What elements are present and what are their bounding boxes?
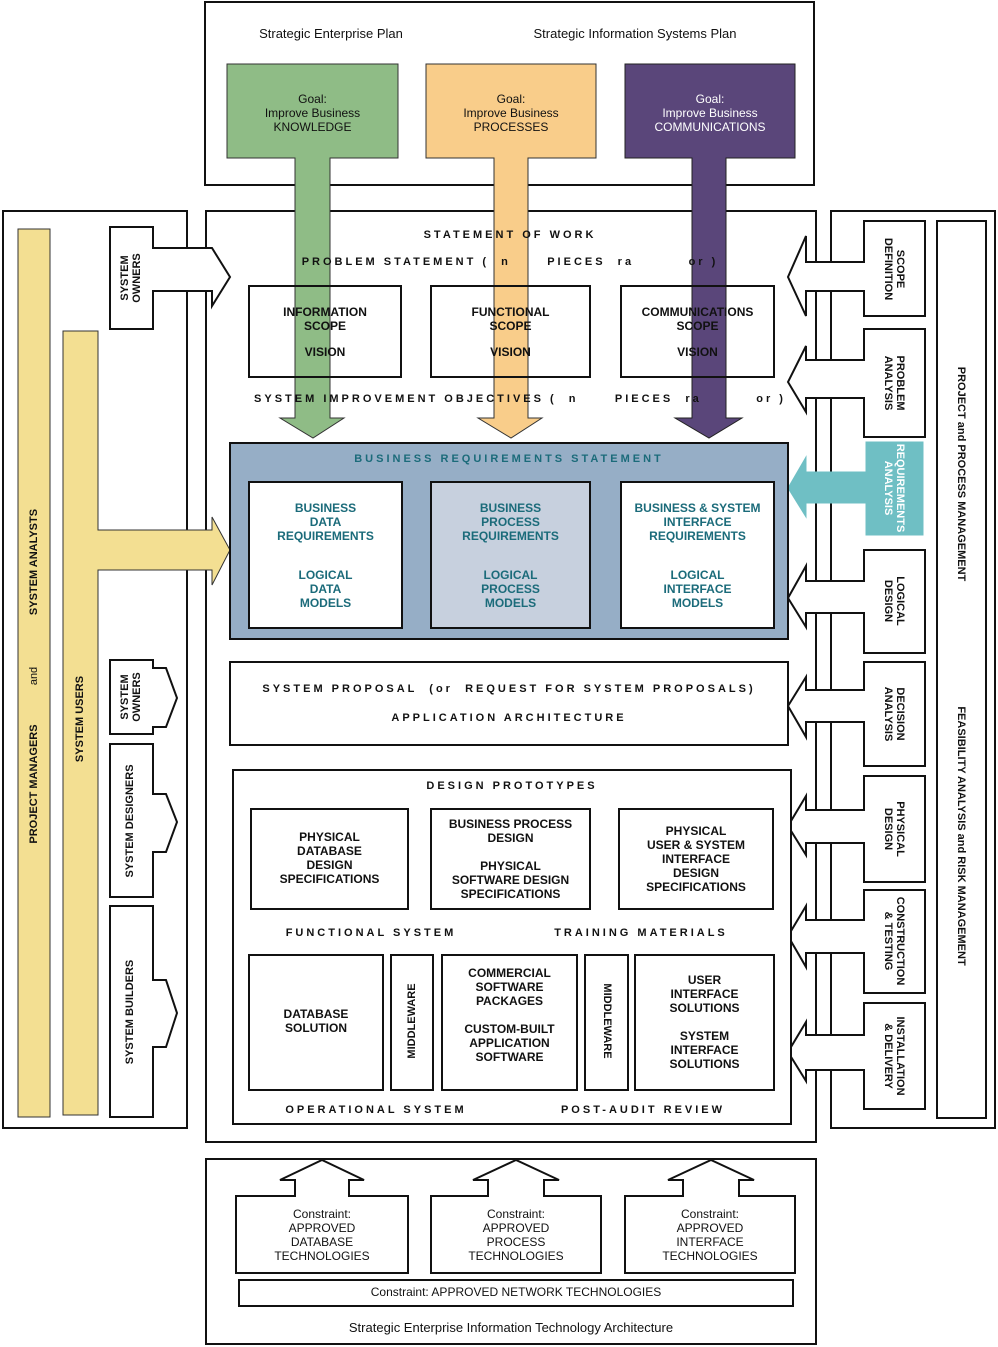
database-constraint-text: Constraint: APPROVED DATABASE TECHNOLOGI… bbox=[274, 1207, 370, 1263]
scope-definition-arrow bbox=[786, 220, 926, 317]
process-models-label: LOGICAL PROCESS MODELS bbox=[481, 568, 540, 610]
system-analysts-label: SYSTEM ANALYSTS bbox=[28, 508, 40, 616]
improvement-objectives-label: SYSTEM IMPROVEMENT OBJECTIVES ( n PIECES… bbox=[254, 393, 786, 405]
network-constraint-box bbox=[238, 1279, 794, 1307]
system-owners-label: SYSTEM OWNERS bbox=[119, 672, 143, 722]
installation-delivery-arrow bbox=[786, 1002, 926, 1110]
post-audit-label: POST-AUDIT REVIEW bbox=[560, 1104, 726, 1116]
pm-analysts-bar bbox=[17, 228, 51, 1118]
it-architecture-panel bbox=[205, 1158, 817, 1345]
statement-of-work-label: STATEMENT OF WORK bbox=[423, 229, 597, 241]
database-design-text: PHYSICAL DATABASE DESIGN SPECIFICATIONS bbox=[279, 830, 380, 886]
system-users-label: SYSTEM USERS bbox=[74, 675, 86, 763]
interface-constraint-text: Constraint: APPROVED INTERFACE TECHNOLOG… bbox=[662, 1207, 758, 1263]
feasibility-risk-label: FEASIBILITY ANALYSIS and RISK MANAGEMENT bbox=[955, 706, 967, 966]
software-packages-text: COMMERCIAL SOFTWARE PACKAGES CUSTOM-BUIL… bbox=[464, 966, 555, 1064]
information-scope-title: INFORMATION SCOPE bbox=[283, 305, 367, 333]
strategic-enterprise-plan-label: Strategic Enterprise Plan bbox=[259, 26, 403, 41]
data-requirements-box bbox=[248, 481, 403, 629]
brs-title: BUSINESS REQUIREMENTS STATEMENT bbox=[354, 453, 664, 465]
interface-design-box bbox=[618, 808, 774, 910]
logical-design-label: LOGICAL DESIGN bbox=[882, 576, 906, 626]
construction-testing-label: CONSTRUCTION & TESTING bbox=[882, 896, 906, 986]
physical-design-label: PHYSICAL DESIGN bbox=[882, 801, 906, 857]
communications-goal-arrow bbox=[624, 63, 796, 439]
goal-knowledge: Goal: Improve Business KNOWLEDGE bbox=[264, 92, 361, 134]
middleware-box-2 bbox=[584, 954, 629, 1091]
middleware-label-2: MIDDLEWARE bbox=[601, 983, 613, 1059]
system-owners-arrow bbox=[109, 659, 179, 735]
decision-analysis-label: DECISION ANALYSIS bbox=[882, 686, 906, 742]
physical-design-arrow bbox=[786, 775, 926, 883]
process-requirements-label: BUSINESS PROCESS REQUIREMENTS bbox=[462, 501, 559, 543]
interface-constraint-arrow bbox=[624, 1158, 796, 1274]
processes-goal-arrow bbox=[425, 63, 597, 439]
project-process-management-label: PROJECT and PROCESS MANAGEMENT bbox=[955, 366, 967, 582]
database-solution-text: DATABASE SOLUTION bbox=[283, 1007, 349, 1035]
requirements-analysis-arrow bbox=[787, 441, 924, 536]
it-architecture-title: Strategic Enterprise Information Technol… bbox=[348, 1320, 674, 1335]
system-owners-top-label: SYSTEM OWNERS bbox=[119, 253, 143, 303]
goal-communications: Goal: Improve Business COMMUNICATIONS bbox=[654, 92, 766, 134]
interface-models-label: LOGICAL INTERFACE MODELS bbox=[663, 568, 732, 610]
software-design-text: BUSINESS PROCESS DESIGN PHYSICAL SOFTWAR… bbox=[448, 817, 573, 901]
database-constraint-arrow bbox=[235, 1158, 409, 1274]
management-column bbox=[936, 220, 987, 1119]
training-materials-label: TRAINING MATERIALS bbox=[554, 927, 728, 939]
system-owners-arrow-top bbox=[109, 226, 232, 330]
interface-requirements-label: BUSINESS & SYSTEM INTERFACE REQUIREMENTS bbox=[634, 501, 761, 543]
database-solution-box bbox=[248, 954, 384, 1091]
installation-delivery-label: INSTALLATION & DELIVERY bbox=[882, 1016, 906, 1096]
process-constraint-arrow bbox=[430, 1158, 602, 1274]
interface-requirements-box bbox=[620, 481, 775, 629]
process-constraint-text: Constraint: APPROVED PROCESS TECHNOLOGIE… bbox=[468, 1207, 564, 1263]
problem-analysis-arrow bbox=[786, 328, 926, 438]
project-managers-label: PROJECT MANAGERS bbox=[28, 724, 40, 844]
data-models-label: LOGICAL DATA MODELS bbox=[298, 568, 353, 610]
functional-scope-box bbox=[430, 285, 591, 378]
middleware-label-1: MIDDLEWARE bbox=[406, 983, 418, 1059]
system-builders-arrow bbox=[109, 905, 179, 1118]
system-proposal-box bbox=[229, 661, 789, 746]
system-proposal-label: SYSTEM PROPOSAL (or REQUEST FOR SYSTEM P… bbox=[262, 683, 756, 695]
requirements-analysis-label: REQUIREMENTS ANALYSIS bbox=[882, 443, 906, 533]
system-users-bar bbox=[62, 330, 231, 1116]
problem-statement-label: PROBLEM STATEMENT ( n PIECES ra or ) bbox=[301, 256, 719, 268]
functional-vision: VISION bbox=[490, 345, 531, 359]
functional-system-label: FUNCTIONAL SYSTEM bbox=[285, 927, 457, 939]
functional-scope-title: FUNCTIONAL SCOPE bbox=[471, 305, 550, 333]
application-architecture-label: APPLICATION ARCHITECTURE bbox=[391, 712, 627, 724]
communications-vision: VISION bbox=[677, 345, 718, 359]
scope-definition-label: SCOPE DEFINITION bbox=[882, 237, 906, 301]
communications-scope-title: COMMUNICATIONS SCOPE bbox=[641, 305, 754, 333]
database-design-box bbox=[250, 808, 409, 910]
interface-solutions-box bbox=[634, 954, 775, 1091]
information-scope-box bbox=[248, 285, 402, 378]
communications-scope-box bbox=[620, 285, 775, 378]
knowledge-goal-arrow bbox=[226, 63, 399, 439]
construction-testing-arrow bbox=[786, 889, 926, 994]
interface-design-text: PHYSICAL USER & SYSTEM INTERFACE DESIGN … bbox=[646, 824, 746, 894]
software-packages-box bbox=[441, 954, 578, 1091]
design-prototypes-label: DESIGN PROTOTYPES bbox=[426, 780, 598, 792]
problem-analysis-label: PROBLEM ANALYSIS bbox=[882, 355, 906, 411]
and-label: and bbox=[28, 666, 40, 686]
information-vision: VISION bbox=[304, 345, 346, 359]
process-requirements-box bbox=[430, 481, 591, 629]
system-builders-label: SYSTEM BUILDERS bbox=[124, 959, 136, 1065]
interface-solutions-text: USER INTERFACE SOLUTIONS SYSTEM INTERFAC… bbox=[669, 973, 740, 1071]
system-designers-arrow bbox=[109, 743, 179, 898]
data-requirements-label: BUSINESS DATA REQUIREMENTS bbox=[277, 501, 374, 543]
operational-system-label: OPERATIONAL SYSTEM bbox=[285, 1104, 467, 1116]
logical-design-arrow bbox=[786, 549, 926, 654]
software-design-box bbox=[430, 808, 591, 910]
strategic-is-plan-label: Strategic Information Systems Plan bbox=[533, 26, 737, 41]
goal-processes: Goal: Improve Business PROCESSES bbox=[463, 92, 559, 134]
system-designers-label: SYSTEM DESIGNERS bbox=[124, 764, 136, 878]
middleware-box-1 bbox=[390, 954, 434, 1091]
network-constraint-text: Constraint: APPROVED NETWORK TECHNOLOGIE… bbox=[370, 1285, 662, 1299]
decision-analysis-arrow bbox=[786, 661, 926, 767]
